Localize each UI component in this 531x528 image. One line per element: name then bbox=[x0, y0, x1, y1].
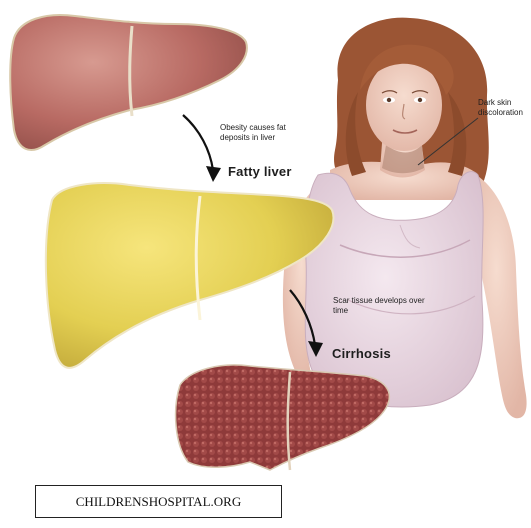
scar-tissue-label: Scar tissue develops over time bbox=[333, 296, 428, 316]
fatty-liver-label: Fatty liver bbox=[228, 164, 292, 179]
arrow-healthy-to-fatty bbox=[183, 115, 221, 182]
cirrhosis-label: Cirrhosis bbox=[332, 346, 391, 361]
healthy-liver bbox=[10, 15, 247, 150]
obesity-cause-label: Obesity causes fat deposits in liver bbox=[220, 123, 315, 143]
source-credit-box: CHILDRENSHOSPITAL.ORG bbox=[35, 485, 282, 518]
source-credit-text: CHILDRENSHOSPITAL.ORG bbox=[76, 494, 241, 510]
dark-skin-label: Dark skin discoloration bbox=[478, 98, 530, 118]
cirrhotic-liver bbox=[176, 365, 390, 470]
